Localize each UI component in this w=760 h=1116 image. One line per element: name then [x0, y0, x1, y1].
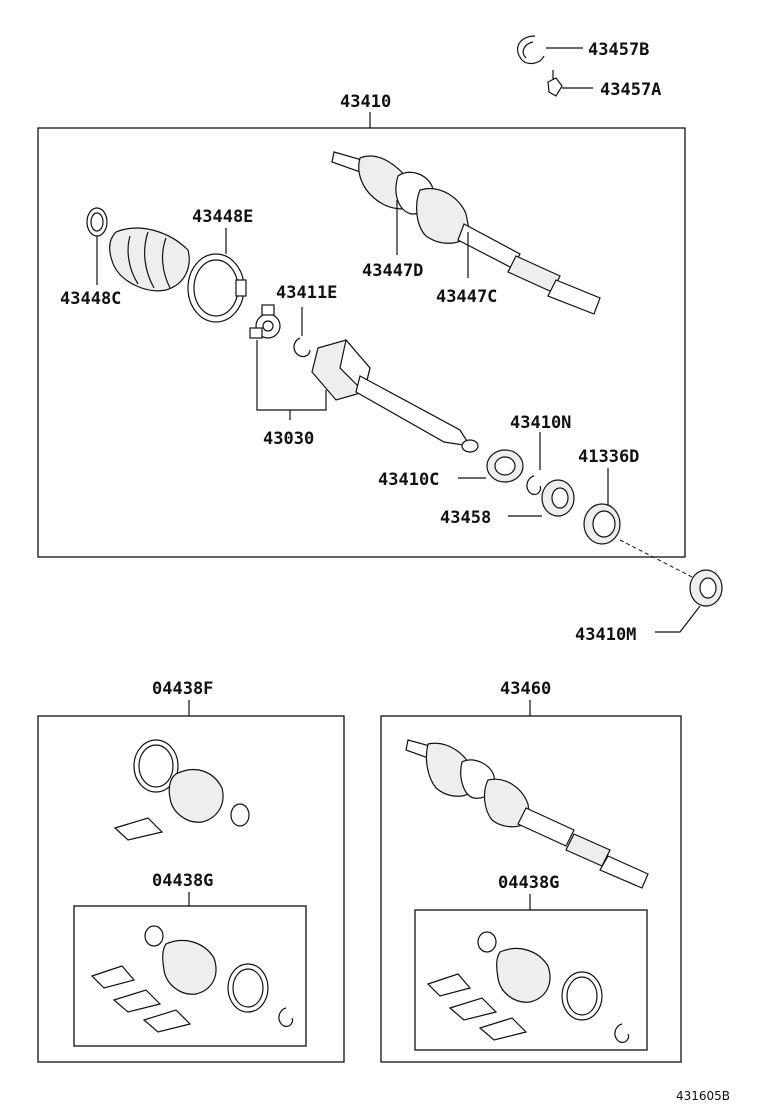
bearing-43410m[interactable] [655, 569, 723, 633]
clamp-43448e[interactable] [187, 228, 247, 323]
driveshaft-outer-43410[interactable] [331, 151, 601, 315]
label-43410c: 43410C [378, 470, 439, 490]
snap-ring-43410n[interactable] [526, 432, 542, 495]
label-04438g-left: 04438G [152, 871, 213, 891]
retainer-43458[interactable] [508, 479, 575, 517]
frame-43410 [37, 127, 686, 558]
label-43410: 43410 [340, 92, 391, 112]
frame-04438g-left [73, 905, 307, 1047]
frame-43460 [380, 715, 682, 1063]
frame-04438g-right [414, 909, 648, 1051]
label-43458: 43458 [440, 508, 491, 528]
label-43411e: 43411E [276, 283, 337, 303]
tripod-43030[interactable] [249, 304, 281, 339]
kit-04438g-left-parts[interactable] [90, 925, 294, 1033]
bearing-43410c[interactable] [458, 449, 524, 483]
label-04438f: 04438F [152, 679, 213, 699]
label-04438g-right: 04438G [498, 873, 559, 893]
kit-04438f-parts[interactable] [113, 739, 250, 841]
driveshaft-43460[interactable] [405, 739, 649, 889]
dashed-leader [619, 539, 695, 579]
clip-43457b[interactable] [517, 35, 583, 65]
label-43410m: 43410M [575, 625, 636, 645]
leader-43410m [655, 605, 701, 633]
inboard-joint-shaft[interactable] [311, 338, 479, 453]
kit-04438g-right-parts[interactable] [426, 931, 630, 1043]
label-43447c: 43447C [436, 287, 497, 307]
label-41336d: 41336D [578, 447, 639, 467]
label-43457a: 43457A [600, 80, 661, 100]
label-43460: 43460 [500, 679, 551, 699]
label-43457b: 43457B [588, 40, 649, 60]
label-43030: 43030 [263, 429, 314, 449]
frame-04438f [37, 715, 345, 1063]
pin-43457a[interactable] [547, 70, 593, 97]
label-43448e: 43448E [192, 207, 253, 227]
clamp-43448c[interactable] [86, 207, 108, 285]
boot-inner[interactable] [109, 227, 190, 292]
snap-ring-43411e[interactable] [293, 307, 311, 358]
seal-41336d[interactable] [583, 468, 621, 545]
label-43410n: 43410N [510, 413, 571, 433]
label-43448c: 43448C [60, 289, 121, 309]
diagram-id: 431605B [676, 1089, 730, 1103]
label-43447d: 43447D [362, 261, 423, 281]
